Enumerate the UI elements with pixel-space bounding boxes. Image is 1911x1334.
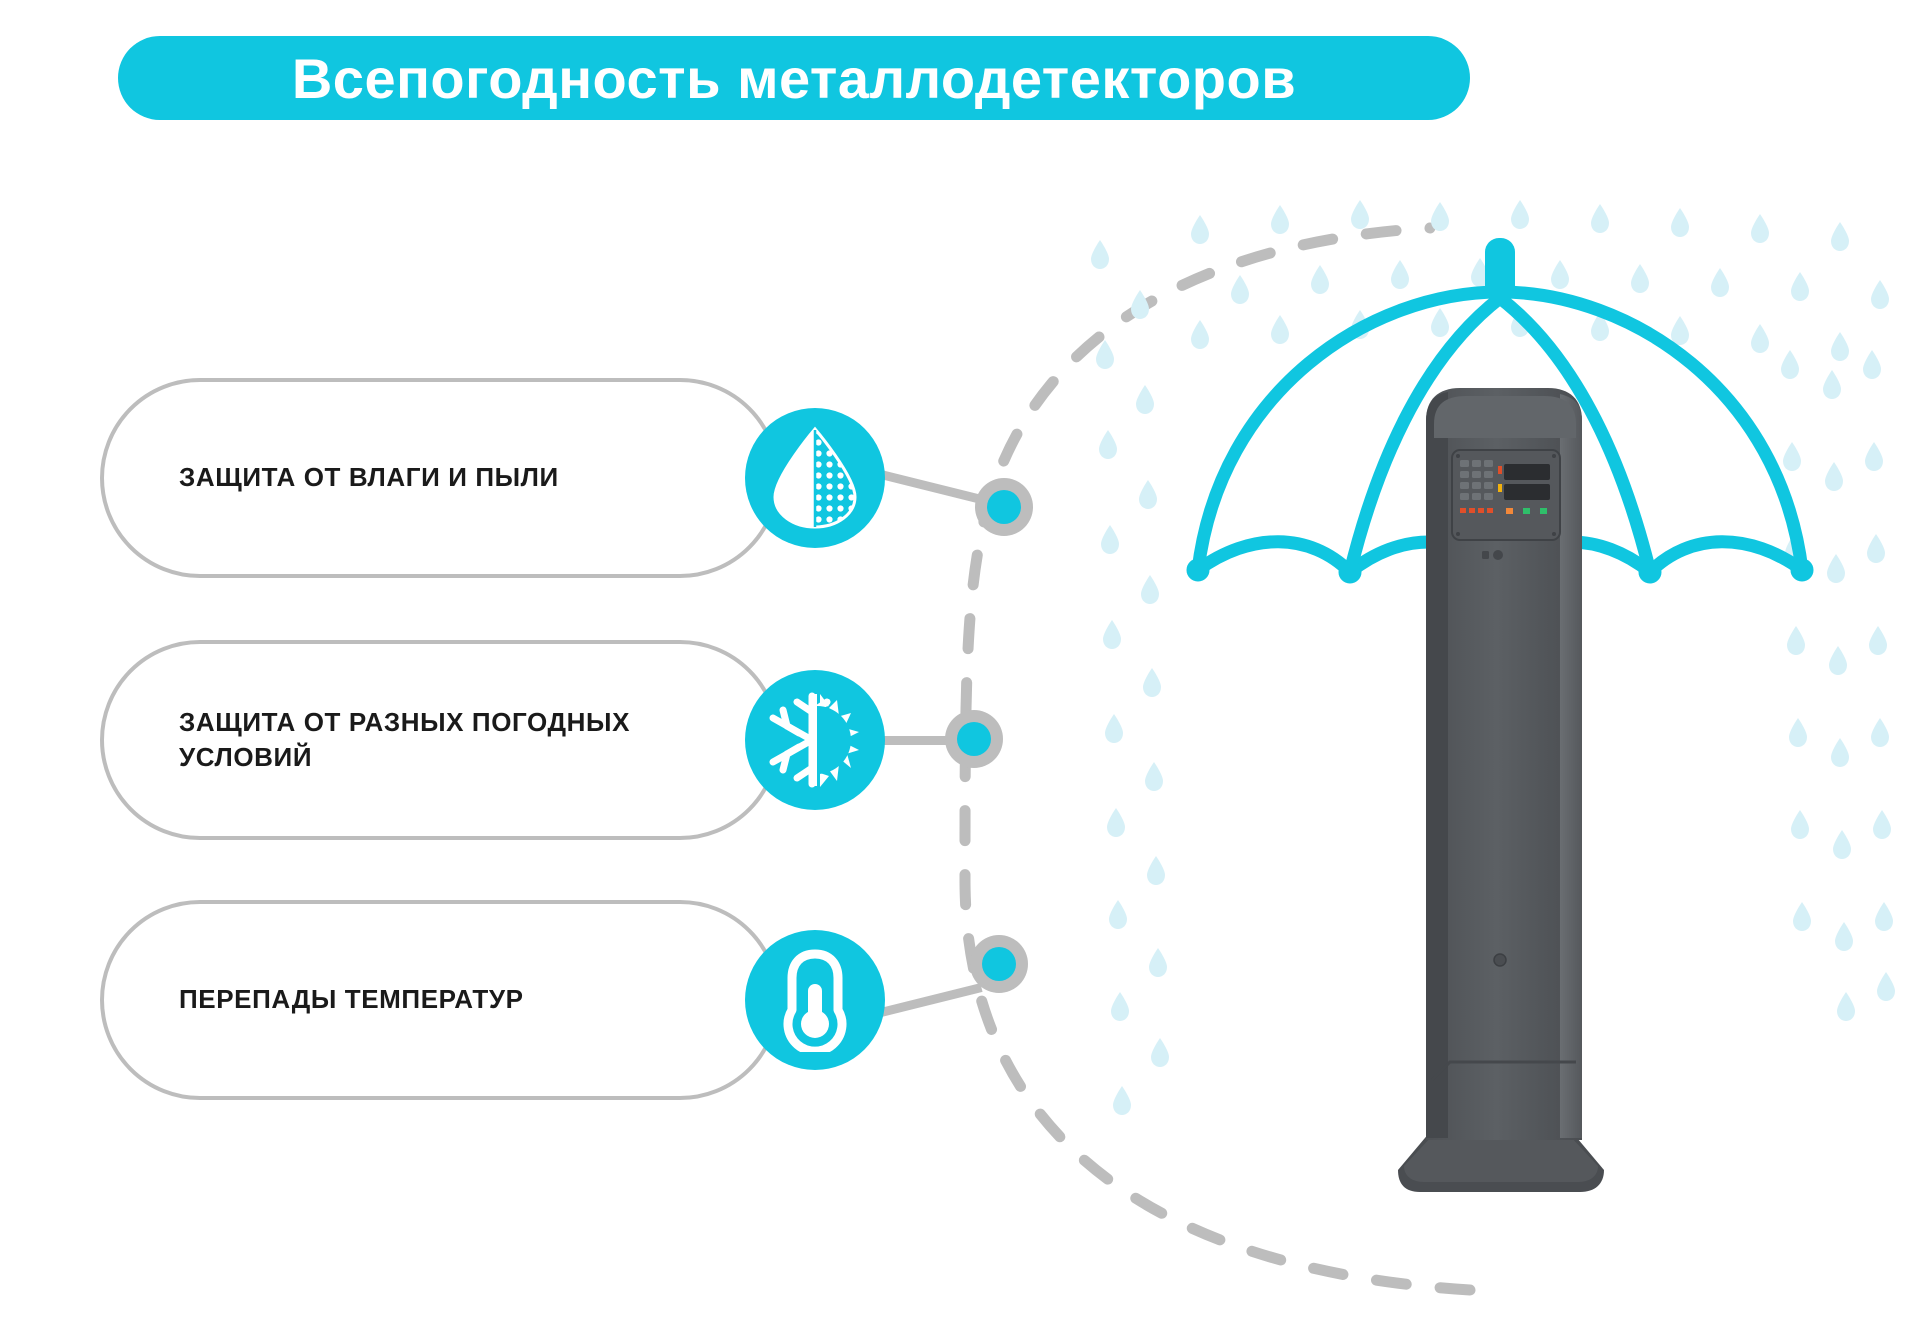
feature-box-weather-conditions[interactable]: ЗАЩИТА ОТ РАЗНЫХ ПОГОДНЫХ УСЛОВИЙ <box>100 640 780 840</box>
feature-row: ЗАЩИТА ОТ ВЛАГИ И ПЫЛИ <box>0 378 1050 578</box>
walk-through-metal-detector <box>1398 388 1604 1192</box>
connector-node <box>970 935 1028 993</box>
connector-node <box>975 478 1033 536</box>
feature-box-temperature[interactable]: ПЕРЕПАДЫ ТЕМПЕРАТУР <box>100 900 780 1100</box>
page-title: Всепогодность металлодетекторов <box>291 46 1297 110</box>
feature-label: ПЕРЕПАДЫ ТЕМПЕРАТУР <box>179 984 524 1015</box>
water-drop-dust-icon <box>745 408 885 548</box>
connector-node <box>945 710 1003 768</box>
page-title-banner: Всепогодность металлодетекторов <box>118 36 1470 120</box>
connector-line <box>850 736 960 745</box>
feature-row: ЗАЩИТА ОТ РАЗНЫХ ПОГОДНЫХ УСЛОВИЙ <box>0 640 1050 840</box>
feature-box-moisture-dust[interactable]: ЗАЩИТА ОТ ВЛАГИ И ПЫЛИ <box>100 378 780 578</box>
weatherproof-scene <box>1090 180 1911 1300</box>
feature-label: ЗАЩИТА ОТ ВЛАГИ И ПЫЛИ <box>179 462 559 493</box>
thermometer-icon <box>745 930 885 1070</box>
feature-row: ПЕРЕПАДЫ ТЕМПЕРАТУР <box>0 900 1050 1100</box>
snowflake-sun-icon <box>745 670 885 810</box>
feature-label: ЗАЩИТА ОТ РАЗНЫХ ПОГОДНЫХ УСЛОВИЙ <box>179 706 631 772</box>
